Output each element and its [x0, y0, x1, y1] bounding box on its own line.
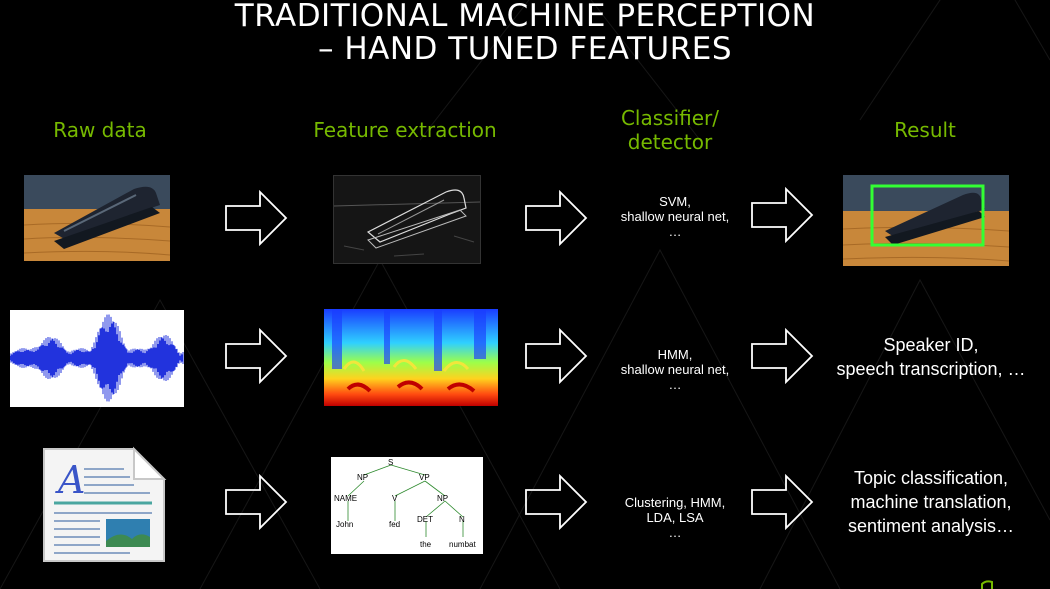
- col-header-feature-extraction: Feature extraction: [313, 118, 497, 142]
- col-header-result: Result: [894, 118, 956, 142]
- classifier-line: HMM,: [657, 347, 693, 362]
- arrow-icon: [751, 474, 814, 530]
- tree-word-john: John: [336, 520, 353, 529]
- tree-node-name: NAME: [334, 494, 357, 503]
- classifier-text-row1: SVM, shallow neural net, …: [595, 194, 755, 239]
- col-header-classifier: Classifier/ detector: [620, 106, 720, 154]
- tree-node-det: DET: [417, 515, 433, 524]
- classifier-text-row3: Clustering, HMM, LDA, LSA …: [595, 495, 755, 540]
- tree-node-s: S: [388, 458, 393, 467]
- classifier-line: shallow neural net,: [620, 362, 730, 377]
- title-line-2: – HAND TUNED FEATURES: [317, 31, 733, 67]
- arrow-icon: [225, 190, 288, 246]
- brand-logo-fragment: [981, 580, 993, 589]
- edge-feature-image: [333, 175, 481, 264]
- result-text-row2: Speaker ID, speech transcription, …: [820, 333, 1042, 381]
- tree-node-vp: VP: [419, 473, 430, 482]
- classifier-text-row2: HMM, shallow neural net, …: [595, 347, 755, 392]
- arrow-icon: [525, 474, 588, 530]
- result-text-row3: Topic classification, machine translatio…: [822, 466, 1040, 538]
- classifier-line: SVM,: [659, 194, 691, 209]
- title-line-1: TRADITIONAL MACHINE PERCEPTION: [234, 0, 816, 34]
- tree-word-fed: fed: [389, 520, 400, 529]
- arrow-icon: [225, 328, 288, 384]
- result-line: machine translation,: [850, 492, 1012, 512]
- slide-title: TRADITIONAL MACHINE PERCEPTION – HAND TU…: [0, 0, 1050, 66]
- waveform-trace: [10, 314, 184, 402]
- result-photo: [843, 175, 1009, 266]
- tree-node-v: V: [392, 494, 398, 503]
- parse-tree-image: S NP VP NAME V NP John fed DET N the num…: [331, 457, 483, 554]
- tree-node-n: N: [459, 515, 465, 524]
- classifier-line: shallow neural net,: [620, 209, 730, 224]
- audio-waveform: [10, 310, 184, 407]
- spectrogram-image: [324, 309, 498, 406]
- classifier-line: …: [668, 525, 682, 540]
- arrow-icon: [225, 474, 288, 530]
- stapler-photo: [24, 175, 170, 261]
- document-letter: A: [55, 458, 85, 502]
- result-line: Speaker ID,: [883, 335, 979, 355]
- arrow-icon: [525, 190, 588, 246]
- classifier-line: …: [668, 224, 682, 239]
- tree-word-the: the: [420, 540, 432, 549]
- document-icon: A: [40, 445, 168, 565]
- result-line: speech transcription, …: [836, 359, 1026, 379]
- result-line: Topic classification,: [853, 468, 1009, 488]
- arrow-icon: [751, 187, 814, 243]
- classifier-line: LDA, LSA: [646, 510, 704, 525]
- detection-box: [870, 184, 985, 247]
- arrow-icon: [751, 328, 814, 384]
- tree-word-numbat: numbat: [449, 540, 476, 549]
- arrow-icon: [525, 328, 588, 384]
- result-line: sentiment analysis…: [847, 516, 1015, 536]
- classifier-line: Clustering, HMM,: [624, 495, 726, 510]
- tree-node-np: NP: [357, 473, 368, 482]
- tree-node-np2: NP: [437, 494, 448, 503]
- classifier-line: …: [668, 377, 682, 392]
- col-header-raw-data: Raw data: [53, 118, 147, 142]
